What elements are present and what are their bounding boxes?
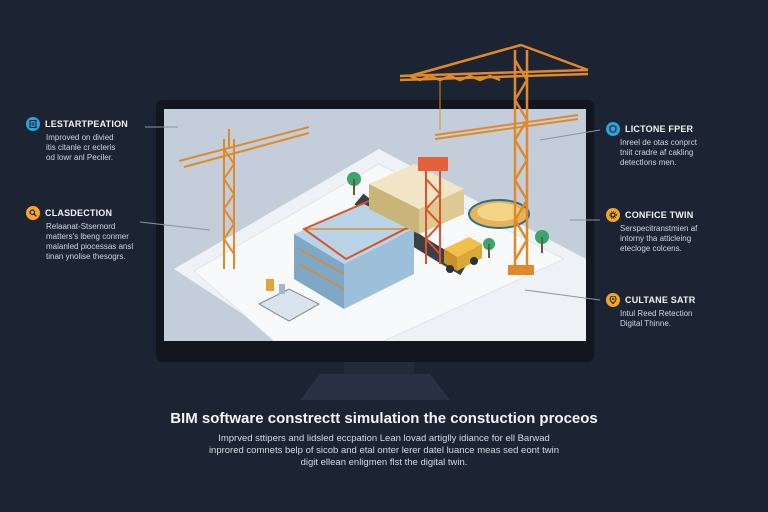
callout-title: LICTONE FPER [625,124,694,134]
gear-icon [606,208,620,222]
location-icon [606,293,620,307]
search-icon [26,206,40,220]
callout-line: detectlons men. [620,158,677,167]
callout-line: matters's lbeng conmer [46,232,129,241]
callout-line: Digital Thinne. [620,319,671,328]
callout-line: tniit cradre af cakling [620,148,694,157]
caption-line: Imprved sttipers and lidsled eccpation L… [218,433,550,444]
tower-crane-left [178,126,310,269]
caption-line: digit ellean enligmen flst the digital t… [300,457,468,468]
tower-crane-large [399,43,589,275]
callout-left-1: LESTARTPEATION Improved on divied itis c… [26,117,156,163]
callout-right-2: CONFICE TWIN Serspecitranstmien af intor… [606,208,736,254]
caption-body: Imprved sttipers and lidsled eccpation L… [0,433,768,469]
callout-line: itis citanle cr ecleris [46,143,116,152]
callout-line: malanled piocessas ansl [46,242,134,251]
callout-title: CLASDECTION [45,208,113,218]
monitor-stand-base [300,374,450,400]
bim-construction-scene [164,109,586,341]
callout-left-2: CLASDECTION Relaanat-Stsernord matters's… [26,206,156,262]
callout-right-1: LICTONE FPER Inreel de otas conprct tnii… [606,122,736,168]
callout-title: CULTANE SATR [625,295,696,305]
palm-tree-icon [347,172,549,258]
caption-title: BIM software constrectt simulation the c… [170,410,598,427]
caption-line: inprored comnets belp of sicob and etal … [208,445,560,456]
red-tower-crane [418,157,448,264]
callout-line: Intul Reed Retection [620,309,693,318]
callout-line: Relaanat-Stsernord [46,222,116,231]
callout-title: CONFICE TWIN [625,210,694,220]
callout-line: tinan ynolise thesogrs. [46,252,126,261]
document-icon [26,117,40,131]
callout-title: LESTARTPEATION [45,119,128,129]
callout-right-3: CULTANE SATR Intul Reed Retection Digita… [606,293,736,329]
monitor-stand-neck [344,362,414,376]
callout-line: Serspecitranstmien af [620,224,698,233]
callout-line: Inreel de otas conprct [620,138,697,147]
monitor-screen [164,109,586,341]
callout-line: od lowr anl Peciler. [46,153,114,162]
callout-line: Improved on divied [46,133,114,142]
site-equipment [257,279,321,322]
construction-truck [444,237,482,273]
callout-line: etecloge colcens. [620,244,682,253]
shield-icon [606,122,620,136]
crane-jib-secondary [434,114,579,140]
callout-line: intorny tha atticleing [620,234,692,243]
